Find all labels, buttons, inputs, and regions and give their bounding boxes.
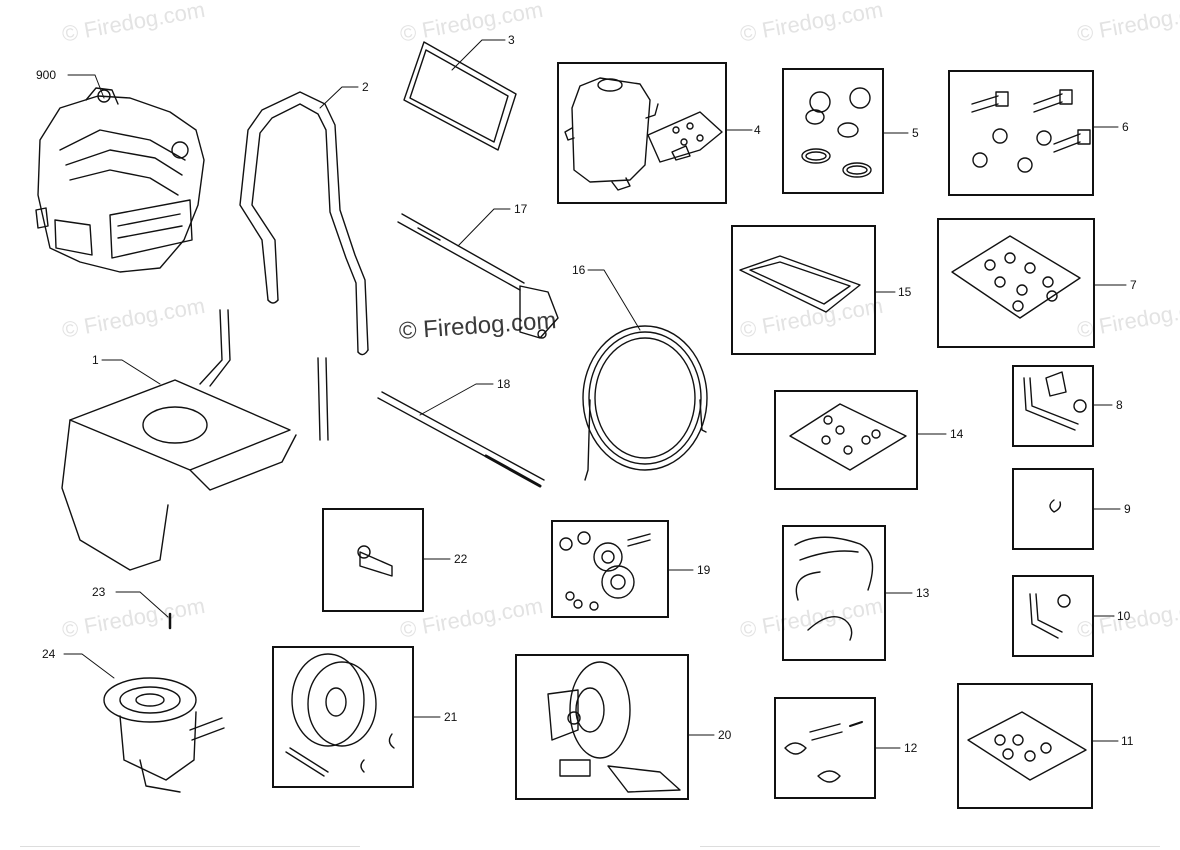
caps-drawing [801, 87, 872, 178]
kit-box-11 [957, 683, 1093, 809]
wheel-drawing [285, 653, 395, 777]
part-number: 20 [718, 728, 732, 742]
kit-box-14 [774, 390, 918, 490]
kit-box-9 [1012, 468, 1094, 550]
part-number: 24 [42, 647, 56, 661]
bearings-drawing [559, 531, 651, 611]
hardware-bag-7-drawing [951, 235, 1081, 319]
spray-gun-drawing [397, 213, 559, 339]
kit-box-15 [731, 225, 876, 355]
pump-drawing [103, 677, 225, 793]
part-number: 7 [1130, 278, 1137, 292]
part-number: 12 [904, 741, 918, 755]
hose-drawing [582, 325, 708, 481]
part-number: 3 [508, 33, 515, 47]
part-number: 17 [514, 202, 528, 216]
part-number: 8 [1116, 398, 1123, 412]
tank-drawing [564, 77, 723, 191]
part-number: 1 [92, 353, 99, 367]
clip-9-drawing [1049, 499, 1062, 513]
part-number: 900 [36, 68, 57, 82]
hose-reel-drawing [547, 661, 681, 793]
wand-drawing [377, 391, 545, 488]
gasket-drawing [739, 255, 861, 313]
hardware-bag-14-drawing [789, 403, 907, 471]
kit-box-5 [782, 68, 884, 194]
kit-box-19 [551, 520, 669, 618]
frame-drawing [61, 309, 329, 571]
bolts-drawing [971, 89, 1091, 173]
valve-drawing [357, 545, 393, 577]
kit-box-6 [948, 70, 1094, 196]
divider [700, 846, 1160, 847]
kit-box-13 [782, 525, 886, 661]
bracket-8-drawing [1023, 371, 1087, 431]
bracket-10-drawing [1029, 593, 1071, 639]
kit-box-12 [774, 697, 876, 799]
kit-box-8 [1012, 365, 1094, 447]
leader-lines [63, 39, 1127, 749]
kit-box-7 [937, 218, 1095, 348]
part-number: 21 [444, 710, 458, 724]
knobs-drawing [784, 721, 863, 783]
kit-box-10 [1012, 575, 1094, 657]
part-number: 6 [1122, 120, 1129, 134]
part-number: 19 [697, 563, 711, 577]
kit-box-20 [515, 654, 689, 800]
part-number: 11 [1121, 734, 1134, 748]
part-number: 22 [454, 552, 468, 566]
part-number: 5 [912, 126, 919, 140]
small-hoses-drawing [794, 536, 874, 641]
kit-box-22 [322, 508, 424, 612]
part-number: 13 [916, 586, 930, 600]
part-number: 4 [754, 123, 761, 137]
kit-box-21 [272, 646, 414, 788]
panel-drawing [403, 41, 517, 151]
divider [20, 846, 360, 847]
hardware-bag-11-drawing [967, 711, 1087, 781]
part-number: 23 [92, 585, 106, 599]
part-number: 16 [572, 263, 586, 277]
part-number: 9 [1124, 502, 1131, 516]
part-number: 14 [950, 427, 964, 441]
part-number: 10 [1117, 609, 1131, 623]
handle-drawing [239, 91, 369, 356]
engine-drawing [35, 87, 205, 273]
part-number: 15 [898, 285, 912, 299]
kit-box-4 [557, 62, 727, 204]
part-number: 18 [497, 377, 511, 391]
part-number: 2 [362, 80, 369, 94]
